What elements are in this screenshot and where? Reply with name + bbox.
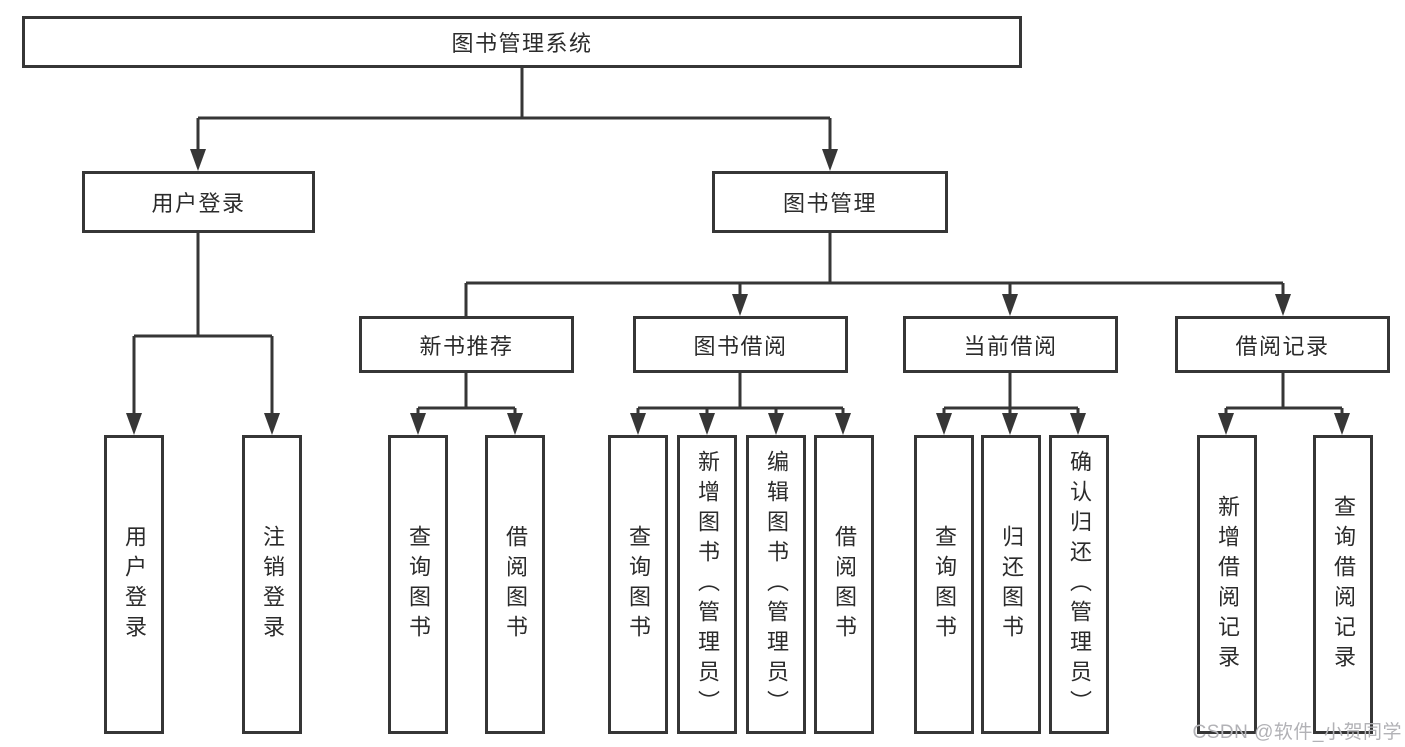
node-library-system-label: 图书管理系统 <box>451 31 593 56</box>
node-current-borrow: 当前借阅 <box>903 316 1118 373</box>
leaf-add-book-admin-label: 新增图书（管理员） <box>695 449 720 720</box>
node-book-management: 图书管理 <box>712 171 948 233</box>
leaf-confirm-return-admin: 确认归还（管理员） <box>1049 435 1109 734</box>
leaf-query-book-recommend-label: 查询图书 <box>406 524 431 645</box>
node-book-management-label: 图书管理 <box>782 191 877 216</box>
leaf-logout-login-label: 注销登录 <box>260 524 285 645</box>
node-book-borrow: 图书借阅 <box>633 316 848 373</box>
leaf-query-book-recommend: 查询图书 <box>388 435 448 734</box>
leaf-return-book-label: 归还图书 <box>999 524 1024 645</box>
leaf-add-borrow-record-label: 新增借阅记录 <box>1215 494 1240 675</box>
leaf-query-book-current-label: 查询图书 <box>932 524 957 645</box>
leaf-edit-book-admin: 编辑图书（管理员） <box>746 435 806 734</box>
node-user-login-label: 用户登录 <box>151 191 246 216</box>
leaf-add-borrow-record: 新增借阅记录 <box>1197 435 1257 734</box>
node-current-borrow-label: 当前借阅 <box>963 333 1058 359</box>
node-new-book-recommend-label: 新书推荐 <box>419 333 514 359</box>
leaf-borrow-book-borrow-label: 借阅图书 <box>832 524 857 645</box>
node-borrow-record: 借阅记录 <box>1175 316 1390 373</box>
node-new-book-recommend: 新书推荐 <box>359 316 574 373</box>
node-library-system: 图书管理系统 <box>22 16 1022 68</box>
leaf-add-book-admin: 新增图书（管理员） <box>677 435 737 734</box>
csdn-watermark: CSDN @软件_小贺同学 <box>1192 722 1402 743</box>
leaf-query-book-current: 查询图书 <box>914 435 974 734</box>
leaf-query-borrow-record-label: 查询借阅记录 <box>1331 494 1356 675</box>
leaf-borrow-book-recommend-label: 借阅图书 <box>503 524 528 645</box>
node-book-borrow-label: 图书借阅 <box>693 333 788 359</box>
node-borrow-record-label: 借阅记录 <box>1235 333 1330 359</box>
leaf-query-book-borrow-label: 查询图书 <box>626 524 651 645</box>
node-user-login: 用户登录 <box>82 171 315 233</box>
leaf-user-login-label: 用户登录 <box>122 524 147 645</box>
leaf-borrow-book-borrow: 借阅图书 <box>814 435 874 734</box>
leaf-return-book: 归还图书 <box>981 435 1041 734</box>
leaf-query-book-borrow: 查询图书 <box>608 435 668 734</box>
leaf-confirm-return-admin-label: 确认归还（管理员） <box>1067 449 1092 720</box>
leaf-borrow-book-recommend: 借阅图书 <box>485 435 545 734</box>
leaf-edit-book-admin-label: 编辑图书（管理员） <box>764 449 789 720</box>
leaf-query-borrow-record: 查询借阅记录 <box>1313 435 1373 734</box>
leaf-logout-login: 注销登录 <box>242 435 302 734</box>
leaf-user-login: 用户登录 <box>104 435 164 734</box>
